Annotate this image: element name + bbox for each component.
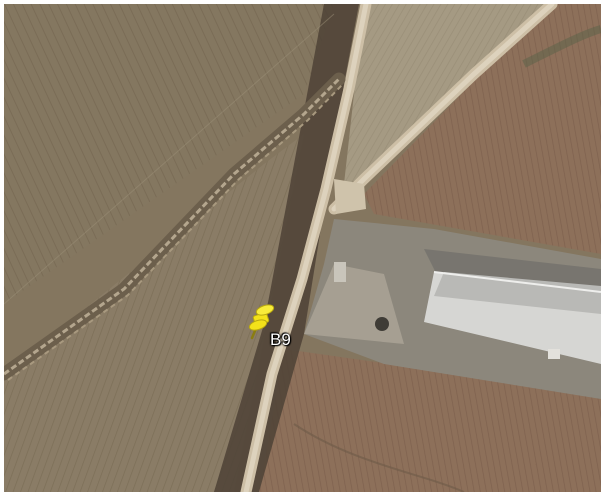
tree-line [214,4,359,492]
placemark-label[interactable]: B9 [270,330,291,349]
aerial-photo [4,4,601,492]
small-shed [334,262,346,282]
small-structure [548,349,560,359]
field-ditch [293,423,465,492]
silo-pit [375,317,389,331]
road-junction [334,179,366,214]
farm-building-roof-top [434,272,601,314]
field-southwest [4,134,304,492]
field-east [364,4,601,254]
field-northwest [4,4,334,304]
pushpin-icon[interactable] [248,304,278,340]
satellite-imagery[interactable] [4,4,601,492]
vegetation-strip [522,25,601,68]
